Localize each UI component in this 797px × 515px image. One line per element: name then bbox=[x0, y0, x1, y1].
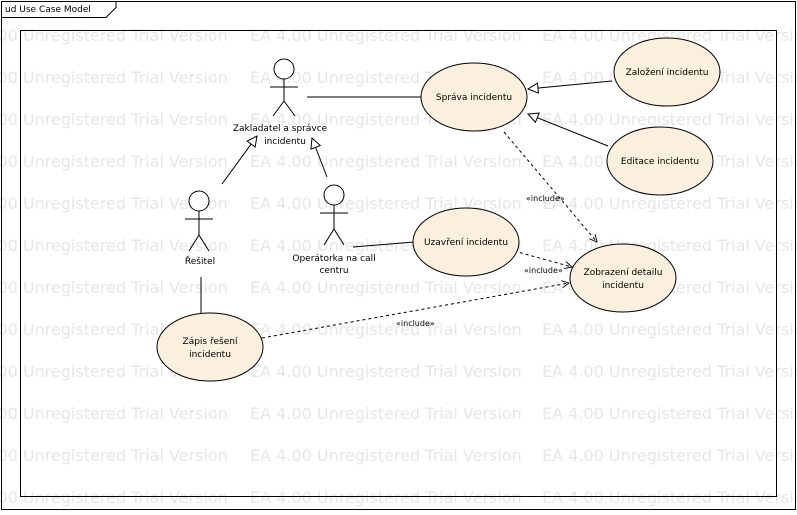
frame-title: ud Use Case Model bbox=[5, 5, 91, 15]
watermark-text: EA 4.00 Unregistered Trial Version bbox=[0, 110, 228, 129]
use-case-label: Zápis řešení bbox=[183, 336, 238, 347]
use-case-label: Zobrazení detailu bbox=[584, 268, 663, 278]
watermark-text: EA 4.00 Unregistered Trial Version bbox=[542, 110, 797, 129]
watermark-text: EA 4.00 Unregistered Trial Version bbox=[0, 152, 228, 171]
generalization-resitel bbox=[221, 136, 257, 185]
include-uzavreni-zobrazeni bbox=[513, 250, 572, 267]
actor-label: Řešitel bbox=[185, 256, 215, 267]
watermark-text: EA 4.00 Unregistered Trial Version bbox=[250, 404, 522, 423]
include-zapis-zobrazeni bbox=[261, 283, 569, 339]
watermark-text: EA 4.00 Unregistered Trial Version bbox=[250, 488, 522, 507]
watermark-text: EA 4.00 Unregistered Trial Version bbox=[250, 26, 522, 45]
use-case-label: Založení incidentu bbox=[626, 68, 709, 78]
use-case-label: Správa incidentu bbox=[436, 93, 512, 103]
actor-operatorka[interactable]: Operátorka na call centru bbox=[292, 184, 376, 276]
use-case-label: Editace incidentu bbox=[621, 157, 699, 167]
include-sprava-zobrazeni bbox=[503, 131, 597, 242]
watermark-text: EA 4.00 Unregistered Trial Version bbox=[0, 236, 228, 255]
watermark-text: EA 4.00 Unregistered Trial Version bbox=[542, 194, 797, 213]
include-label: «include» bbox=[526, 194, 565, 203]
use-case-zobrazeni-detailu[interactable]: Zobrazení detailu incidentu bbox=[569, 243, 677, 313]
actor-label: Operátorka na call bbox=[292, 254, 375, 264]
watermark-text: EA 4.00 Unregistered Trial Version bbox=[0, 26, 228, 45]
watermark-text: EA 4.00 Unregistered Trial Version bbox=[0, 68, 228, 87]
watermark-text: EA 4.00 Unregistered Trial Version bbox=[0, 488, 228, 507]
stick-figure-icon bbox=[320, 184, 348, 246]
watermark-text: EA 4.00 Unregistered Trial Version bbox=[542, 236, 797, 255]
inner-frame bbox=[20, 30, 777, 497]
watermark-text: EA 4.00 Unregistered Trial Version bbox=[542, 362, 797, 381]
use-case-label: incidentu bbox=[189, 350, 231, 360]
watermark-text: EA 4.00 Unregistered Trial Version bbox=[0, 404, 228, 423]
generalization-zalozeni bbox=[528, 80, 613, 89]
stick-figure-icon bbox=[270, 58, 298, 117]
watermark-text: EA 4.00 Unregistered Trial Version bbox=[0, 446, 228, 465]
use-case-editace-incidentu[interactable]: Editace incidentu bbox=[606, 126, 714, 196]
use-case-label: incidentu bbox=[602, 281, 644, 291]
watermark-text: EA 4.00 Unregistered Trial Version bbox=[250, 152, 522, 171]
watermark-text: EA 4.00 Unregistered Trial Version bbox=[542, 488, 797, 507]
watermark-text: EA 4.00 Unregistered Trial Version bbox=[250, 446, 522, 465]
actor-label: incidentu bbox=[264, 137, 306, 147]
generalization-editace bbox=[528, 114, 609, 147]
watermark-text: EA 4.00 Unregistered Trial Version bbox=[542, 320, 797, 339]
include-label: «include» bbox=[396, 319, 435, 328]
generalization-operatorka bbox=[312, 138, 328, 178]
actor-label: Zakladatel a správce bbox=[233, 124, 328, 134]
actor-label: centru bbox=[319, 266, 348, 276]
frame-title-tab bbox=[1, 1, 117, 18]
use-case-sprava-incidentu[interactable]: Správa incidentu bbox=[420, 62, 528, 132]
watermark-text: EA 4.00 Unregistered Trial Version bbox=[250, 194, 522, 213]
actor-resitel[interactable]: Řešitel bbox=[185, 190, 215, 267]
use-case-zapis-reseni[interactable]: Zápis řešení incidentu bbox=[156, 312, 264, 382]
association-operatorka-uzavreni bbox=[352, 241, 415, 248]
watermark-text: EA 4.00 Unregistered Trial Version bbox=[0, 278, 228, 297]
use-case-zalozeni-incidentu[interactable]: Založení incidentu bbox=[613, 37, 721, 107]
actor-zakladatel[interactable]: Zakladatel a správce incidentu bbox=[233, 58, 328, 147]
watermark-text: EA 4.00 Unregistered Trial Version bbox=[542, 446, 797, 465]
use-case-label: Uzavření incidentu bbox=[424, 238, 508, 248]
watermark-text: EA 4.00 Unregistered Trial Version bbox=[250, 362, 522, 381]
include-label: «include» bbox=[524, 266, 563, 275]
watermark-text: EA 4.00 Unregistered Trial Version bbox=[542, 404, 797, 423]
watermark-text: EA 4.00 Unregistered Trial Version bbox=[250, 320, 522, 339]
stick-figure-icon bbox=[185, 190, 213, 252]
watermark-text: EA 4.00 Unregistered Trial Version bbox=[250, 278, 522, 297]
use-case-uzavreni-incidentu[interactable]: Uzavření incidentu bbox=[412, 207, 520, 277]
watermark-text: EA 4.00 Unregistered Trial Version bbox=[0, 194, 228, 213]
